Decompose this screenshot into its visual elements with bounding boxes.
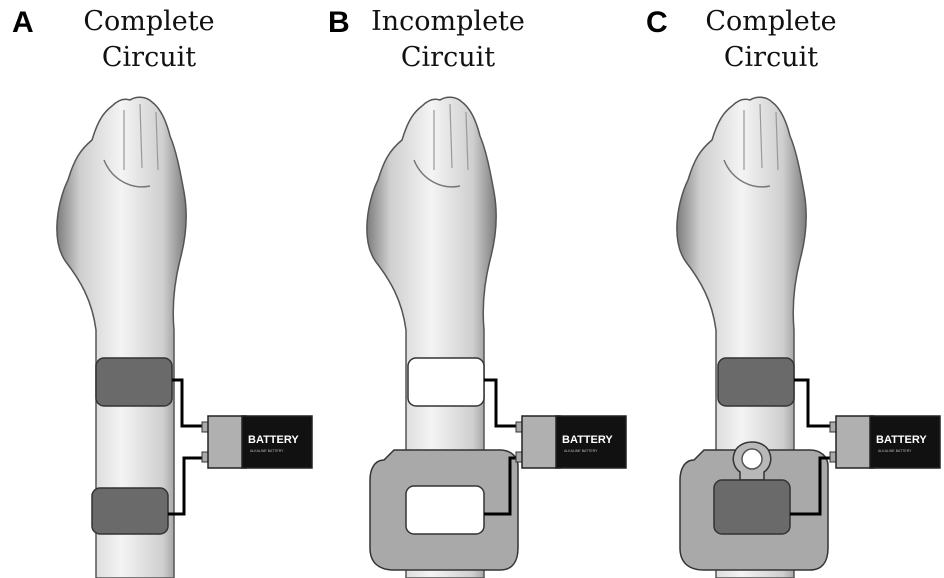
caption-line-2: Circuit (723, 42, 819, 73)
caption-line-1: Incomplete (371, 6, 525, 37)
wire-bottom (790, 456, 834, 516)
switch-knob (732, 441, 772, 481)
circuit-illustration: BATTERY ALKALINE BATTERY (676, 96, 941, 578)
forearm-hand (56, 96, 187, 578)
panel-caption: Incomplete Circuit (358, 4, 538, 76)
top-electrode-pad (717, 357, 795, 407)
battery-label: BATTERY (248, 434, 299, 446)
panel-a: A Complete Circuit BATTE (0, 0, 314, 578)
bottom-electrode-pad (405, 485, 485, 535)
battery-label: BATTERY (562, 434, 613, 446)
battery-label: BATTERY (876, 434, 927, 446)
top-electrode-pad (95, 357, 173, 407)
caption-line-2: Circuit (400, 42, 496, 73)
battery: BATTERY ALKALINE BATTERY (829, 415, 941, 469)
bottom-electrode-pad (713, 479, 791, 535)
battery-subtext: ALKALINE BATTERY (878, 449, 912, 453)
caption-line-1: Complete (83, 6, 215, 37)
panel-caption: Complete Circuit (64, 4, 234, 76)
panel-b: B Incomplete Circuit (314, 0, 628, 578)
caption-line-2: Circuit (101, 42, 197, 73)
wire-bottom (168, 456, 206, 516)
battery-subtext: ALKALINE BATTERY (564, 449, 598, 453)
wire-top (172, 378, 206, 428)
panel-letter: C (646, 6, 668, 39)
wire-bottom (484, 456, 520, 516)
panel-caption: Complete Circuit (686, 4, 856, 76)
panel-letter: B (328, 6, 350, 39)
wire-top (484, 378, 520, 428)
circuit-illustration: BATTERY ALKALINE BATTERY (366, 96, 627, 578)
wire-top (794, 378, 834, 428)
top-electrode-pad (407, 357, 485, 407)
battery: BATTERY ALKALINE BATTERY (515, 415, 627, 469)
caption-line-1: Complete (705, 6, 837, 37)
panel-letter: A (12, 6, 34, 39)
battery: BATTERY ALKALINE BATTERY (201, 415, 313, 469)
circuit-illustration: BATTERY ALKALINE BATTERY (56, 96, 313, 578)
battery-subtext: ALKALINE BATTERY (250, 449, 284, 453)
bottom-electrode-pad (91, 487, 169, 535)
panel-c: C Complete Circuit (628, 0, 942, 578)
